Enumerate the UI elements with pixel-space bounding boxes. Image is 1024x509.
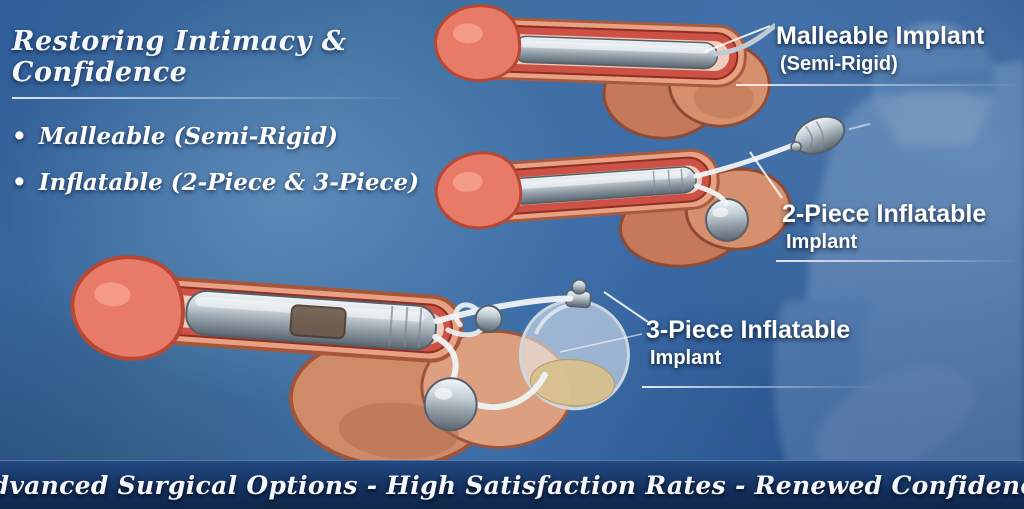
- inflatable-cylinder-implant: [185, 289, 438, 351]
- scrotal-pump: [704, 197, 749, 242]
- callout-malleable-line1: Malleable Implant: [776, 22, 985, 50]
- callout-malleable-line2: (Semi-Rigid): [780, 53, 898, 75]
- surgeon-background-figure: [773, 23, 1024, 509]
- callout-three-piece-implant: 3-Piece Inflatable Implant: [646, 316, 850, 369]
- callout-malleable-implant: Malleable Implant (Semi-Rigid): [776, 22, 984, 75]
- bullet-inflatable-detail: (2-Piece & 3-Piece): [170, 169, 420, 196]
- malleable-implant-illustration: [434, 4, 775, 140]
- callout-two-piece-line1: 2-Piece Inflatable: [782, 200, 987, 228]
- bullet-dot-icon: •: [12, 169, 27, 196]
- two-piece-inflatable-illustration: [434, 115, 870, 268]
- bullet-dot-icon: •: [12, 123, 27, 150]
- footer-tagline: Advanced Surgical Options - High Satisfa…: [0, 470, 1024, 500]
- callout-three-piece-line2: Implant: [650, 347, 722, 369]
- cylinder-window: [289, 304, 347, 340]
- title-underline-divider: [12, 97, 408, 99]
- intro-panel: Restoring Intimacy & Confidence • Malleab…: [12, 26, 442, 215]
- callout-two-piece-line2: Implant: [786, 231, 858, 253]
- external-pump-bulb: [790, 115, 870, 155]
- bullet-inflatable: • Inflatable (2-Piece & 3-Piece): [12, 169, 442, 196]
- pump-valve-bulb: [474, 304, 503, 333]
- bullet-malleable: • Malleable (Semi-Rigid): [12, 123, 442, 150]
- three-piece-inflatable-illustration: [70, 255, 630, 469]
- page-title: Restoring Intimacy & Confidence: [12, 26, 347, 88]
- bullet-malleable-label: Malleable: [38, 123, 166, 150]
- implant-types-list: • Malleable (Semi-Rigid) • Inflatable (2-Pie…: [12, 123, 442, 196]
- fluid-reservoir: [518, 279, 630, 411]
- scrotal-pump: [423, 304, 503, 432]
- callout-three-piece-line1: 3-Piece Inflatable: [646, 316, 851, 344]
- footer-band: Advanced Surgical Options - High Satisfa…: [0, 460, 1024, 509]
- glans: [434, 4, 522, 82]
- glans: [434, 151, 523, 230]
- callout-two-piece-implant: 2-Piece Inflatable Implant: [782, 200, 986, 253]
- bullet-malleable-detail: (Semi-Rigid): [173, 123, 338, 150]
- inflatable-cylinder-implant: [509, 166, 697, 205]
- bullet-inflatable-label: Inflatable: [38, 169, 163, 196]
- malleable-rod-implant: [512, 23, 775, 70]
- glans: [70, 255, 185, 361]
